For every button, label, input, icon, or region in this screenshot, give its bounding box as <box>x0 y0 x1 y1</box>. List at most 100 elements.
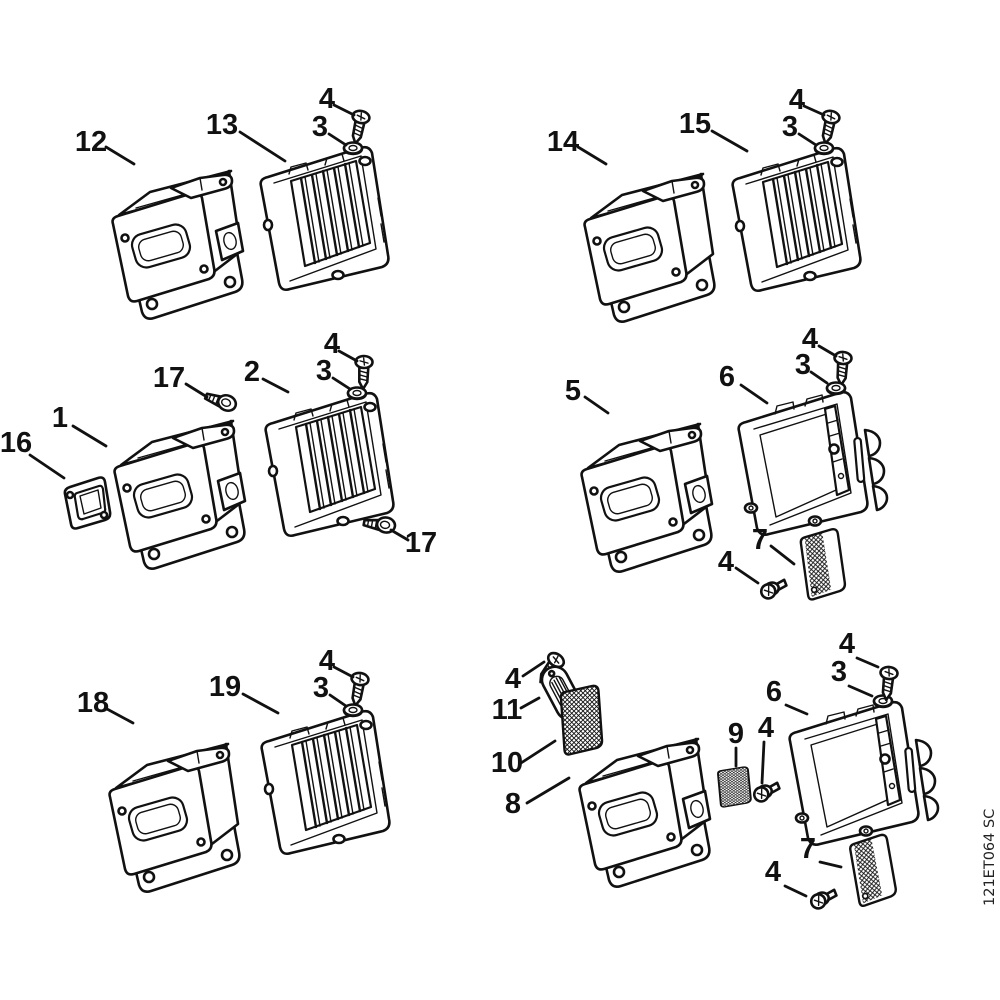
leader-3 <box>847 684 874 698</box>
callout-16: 16 <box>0 427 32 459</box>
callout-3: 3 <box>795 349 811 381</box>
callout-4-topright: 4 <box>839 628 855 660</box>
callout-4-bottom: 4 <box>765 856 781 888</box>
callout-17-bottom: 17 <box>405 527 437 559</box>
leader-7 <box>769 544 796 566</box>
cover-13 <box>259 145 390 292</box>
leader-4 <box>332 665 355 679</box>
nut-3 <box>825 381 847 396</box>
callout-3: 3 <box>831 656 847 688</box>
callout-14: 14 <box>547 126 579 158</box>
leader-6 <box>739 383 769 405</box>
bolt-17-top <box>202 386 240 415</box>
callout-15: 15 <box>679 108 711 140</box>
callout-4: 4 <box>789 84 805 116</box>
assembly-middle-left: 16 1 17 2 4 3 17 <box>0 328 437 569</box>
leader-4-topright <box>855 656 880 669</box>
gasket-16 <box>63 476 112 530</box>
assembly-bottom-right: 4 11 10 8 9 4 6 3 4 7 4 <box>491 628 940 911</box>
nut-3 <box>813 141 835 156</box>
assembly-top-left: 12 13 4 3 <box>75 83 390 319</box>
assembly-bottom-left: 18 19 4 3 <box>77 645 391 894</box>
cover-6 <box>737 390 889 537</box>
screen-10 <box>559 684 604 756</box>
leader-5 <box>583 395 610 415</box>
leader-4-bottom <box>734 566 760 585</box>
leader-4-middle <box>760 740 766 785</box>
callout-3: 3 <box>316 355 332 387</box>
callout-6: 6 <box>766 676 782 708</box>
callout-4: 4 <box>319 645 335 677</box>
callout-1: 1 <box>52 402 68 434</box>
callout-18: 18 <box>77 687 109 719</box>
cover-6 <box>788 700 940 847</box>
muffler-5 <box>582 424 712 572</box>
assembly-middle-right: 5 6 4 3 7 4 <box>565 323 889 602</box>
callout-3: 3 <box>782 111 798 143</box>
callout-13: 13 <box>206 109 238 141</box>
leader-2 <box>261 377 290 394</box>
callout-10: 10 <box>491 747 523 779</box>
leader-12 <box>104 145 136 166</box>
muffler-1 <box>115 421 245 569</box>
callout-19: 19 <box>209 671 241 703</box>
leader-10 <box>519 739 557 765</box>
leader-8 <box>525 776 571 805</box>
muffler-12 <box>113 171 243 319</box>
callout-11: 11 <box>492 694 523 726</box>
leader-3 <box>327 132 348 147</box>
figure-id-watermark: 121ET064 SC <box>982 809 998 906</box>
screw-4-bottom <box>808 888 840 911</box>
callout-7: 7 <box>752 524 768 556</box>
leader-3 <box>331 376 352 391</box>
screw-4-bottom <box>758 578 790 601</box>
callout-3: 3 <box>313 672 329 704</box>
callout-7: 7 <box>800 833 816 865</box>
spark-screen-7 <box>798 527 848 602</box>
cover-19 <box>260 709 391 856</box>
cover-2 <box>264 391 395 538</box>
leader-14 <box>576 145 608 166</box>
leader-4 <box>802 104 826 117</box>
callout-4: 4 <box>324 328 340 360</box>
leader-3 <box>809 370 829 385</box>
leader-6 <box>784 703 809 716</box>
callout-12: 12 <box>75 126 107 158</box>
callout-9: 9 <box>728 718 744 750</box>
leader-16 <box>28 453 66 480</box>
leader-3 <box>328 693 348 708</box>
leader-18 <box>105 707 135 725</box>
callout-3: 3 <box>312 111 328 143</box>
callout-4: 4 <box>319 83 335 115</box>
callout-6: 6 <box>719 361 735 393</box>
leader-17-bottom <box>389 528 410 542</box>
spark-screen-7 <box>847 832 899 908</box>
callout-4-top: 4 <box>802 323 818 355</box>
leader-4-top <box>817 344 838 358</box>
leader-19 <box>241 692 280 715</box>
screw-4-middle <box>751 781 783 804</box>
leader-4 <box>337 349 359 363</box>
callout-5: 5 <box>565 375 581 407</box>
callout-2: 2 <box>244 356 260 388</box>
callout-4-middle: 4 <box>758 712 774 744</box>
leader-15 <box>710 129 749 153</box>
callout-4-bottom: 4 <box>718 546 734 578</box>
callout-17-top: 17 <box>153 362 185 394</box>
leader-1 <box>71 424 108 448</box>
leader-11 <box>519 696 541 710</box>
muffler-14 <box>583 172 716 324</box>
screen-9 <box>717 766 752 808</box>
leader-17-top <box>184 382 209 399</box>
muffler-18 <box>108 742 241 894</box>
callout-4-topleft: 4 <box>505 663 521 695</box>
assembly-top-right: 14 15 4 3 <box>547 84 862 324</box>
leader-13 <box>238 130 287 163</box>
muffler-8 <box>580 739 710 887</box>
leader-4 <box>332 103 356 117</box>
leader-3 <box>797 132 818 147</box>
cover-15 <box>731 146 862 293</box>
leader-4-bottom <box>783 884 808 898</box>
